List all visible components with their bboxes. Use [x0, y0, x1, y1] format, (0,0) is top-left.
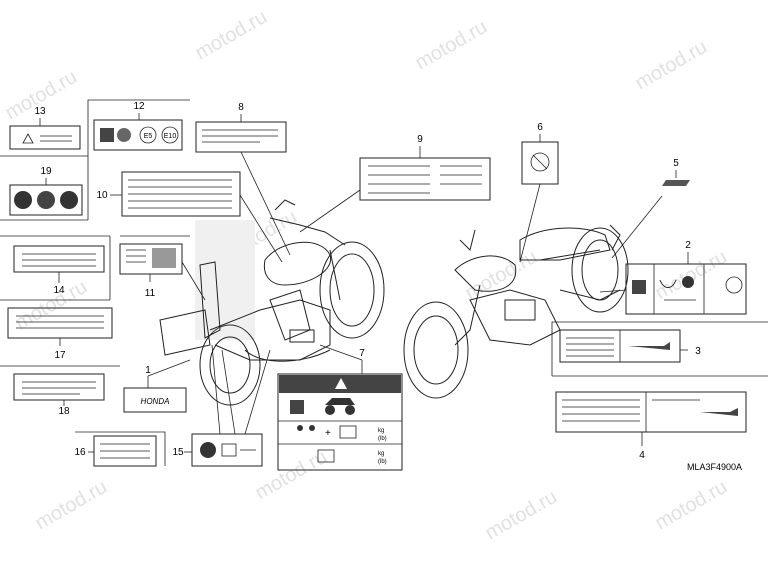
- watermark: motod.ru: [12, 276, 91, 335]
- callout-9: 9: [417, 134, 423, 145]
- label-13: 13: [9, 106, 81, 150]
- label-19: 19: [9, 166, 83, 216]
- watermark: motod.ru: [632, 36, 711, 95]
- lb-unit: (lb): [378, 436, 387, 442]
- watermark: motod.ru: [32, 476, 111, 535]
- callout-11: 11: [145, 288, 156, 299]
- callout-14: 14: [53, 285, 65, 296]
- callout-2: 2: [685, 240, 691, 251]
- callout-8: 8: [238, 102, 244, 113]
- watermark: motod.ru: [482, 486, 561, 545]
- callout-10: 10: [96, 190, 108, 201]
- callout-19: 19: [40, 166, 52, 177]
- watermark-layer: motod.ru motod.ru motod.ru motod.ru moto…: [2, 6, 731, 545]
- watermark: motod.ru: [652, 246, 731, 305]
- honda-logo-text: HONDA: [141, 397, 170, 406]
- right-motorcycle: [403, 224, 629, 399]
- plus-sign: +: [325, 428, 331, 439]
- callout-12: 12: [133, 101, 145, 112]
- label-5: 5: [611, 158, 690, 259]
- watermark: motod.ru: [652, 476, 731, 535]
- label-7: 7 + kg (lb) kg (lb): [277, 344, 403, 471]
- label-1: 1 HONDA: [123, 359, 191, 413]
- label-9: 9: [299, 134, 491, 233]
- label-2: 2: [599, 240, 747, 315]
- callout-18: 18: [58, 406, 70, 417]
- callout-3: 3: [695, 346, 701, 357]
- label-6: 6: [519, 122, 559, 263]
- watermark: motod.ru: [252, 446, 331, 505]
- callout-6: 6: [537, 122, 543, 133]
- label-12: 12 E5 E10: [93, 101, 183, 151]
- e5-text: E5: [144, 133, 153, 140]
- panel-dividers: [0, 99, 768, 377]
- diagram-code: MLA3F4900A: [687, 462, 742, 472]
- callout-17: 17: [54, 350, 66, 361]
- kg-unit: kg: [378, 451, 384, 457]
- callout-15: 15: [172, 447, 184, 458]
- callout-7: 7: [359, 348, 365, 359]
- e10-text: E10: [164, 133, 177, 140]
- label-8: 8: [195, 102, 291, 256]
- callout-1: 1: [145, 365, 151, 376]
- callout-5: 5: [673, 158, 679, 169]
- left-motorcycle: [159, 199, 385, 406]
- lb-unit: (lb): [378, 459, 387, 465]
- label-14: 14: [13, 245, 105, 296]
- label-15: 15: [172, 344, 271, 467]
- label-3: 3: [559, 329, 701, 363]
- callout-16: 16: [74, 447, 86, 458]
- kg-unit: kg: [378, 428, 384, 434]
- callout-4: 4: [639, 450, 645, 461]
- label-18: 18: [13, 373, 105, 417]
- label-10: 10: [96, 171, 283, 263]
- callout-13: 13: [34, 106, 46, 117]
- label-11: 11: [119, 243, 206, 301]
- watermark: motod.ru: [412, 16, 491, 75]
- label-16: 16: [74, 431, 166, 467]
- label-17: 17: [7, 307, 113, 361]
- watermark: motod.ru: [192, 6, 271, 65]
- label-4: 4: [555, 391, 747, 461]
